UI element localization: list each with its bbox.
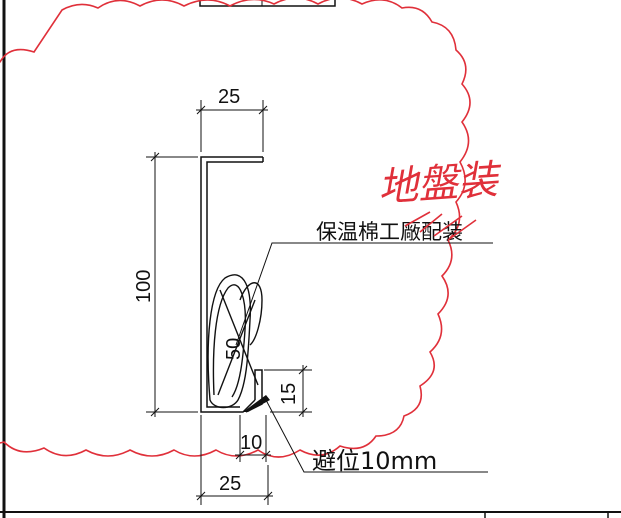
profile-weld-fill <box>243 395 270 412</box>
dim-lip-height-text: 15 <box>278 383 300 405</box>
dim-top-width-text: 25 <box>218 86 240 108</box>
insulation-fill <box>207 274 263 409</box>
dim-offset-tick-right <box>261 450 271 460</box>
red-markup: 地盤装 <box>376 157 504 241</box>
dim-lip-tick-bottom <box>298 407 308 417</box>
upper-profile-fragment <box>199 0 336 7</box>
handwritten-annotation: 地盤装 <box>376 157 504 212</box>
insulation-loop-3 <box>239 282 263 346</box>
leader-insulation <box>235 242 493 346</box>
revision-cloud <box>0 0 471 458</box>
insulation-loop-1 <box>207 274 252 409</box>
insulation-diagonal-2 <box>217 299 256 396</box>
dim-lip-tick-top <box>298 365 308 375</box>
dim-height-tick-bottom <box>150 407 160 417</box>
strikeout-scribble <box>404 211 477 241</box>
leader-clearance <box>265 399 488 473</box>
clearance-note-label: 避位10mm <box>312 447 437 475</box>
dimension-lines <box>146 100 493 505</box>
dim-height-text: 100 <box>133 270 155 303</box>
dim-bottom-width-text: 25 <box>219 473 241 495</box>
dim-insulation-text: 50 <box>223 338 245 360</box>
profile-outer-edge <box>200 156 263 413</box>
insulation-loop-2 <box>212 284 247 398</box>
dim-top-tick-right <box>258 105 268 115</box>
dim-bottom-tick-right <box>263 491 273 501</box>
dim-bottom-tick-left <box>196 491 206 501</box>
dim-height-tick-top <box>150 152 160 162</box>
dim-top-tick-left <box>196 105 206 115</box>
dim-offset-tick-left <box>235 450 245 460</box>
dim-offset-text: 10 <box>240 432 262 454</box>
